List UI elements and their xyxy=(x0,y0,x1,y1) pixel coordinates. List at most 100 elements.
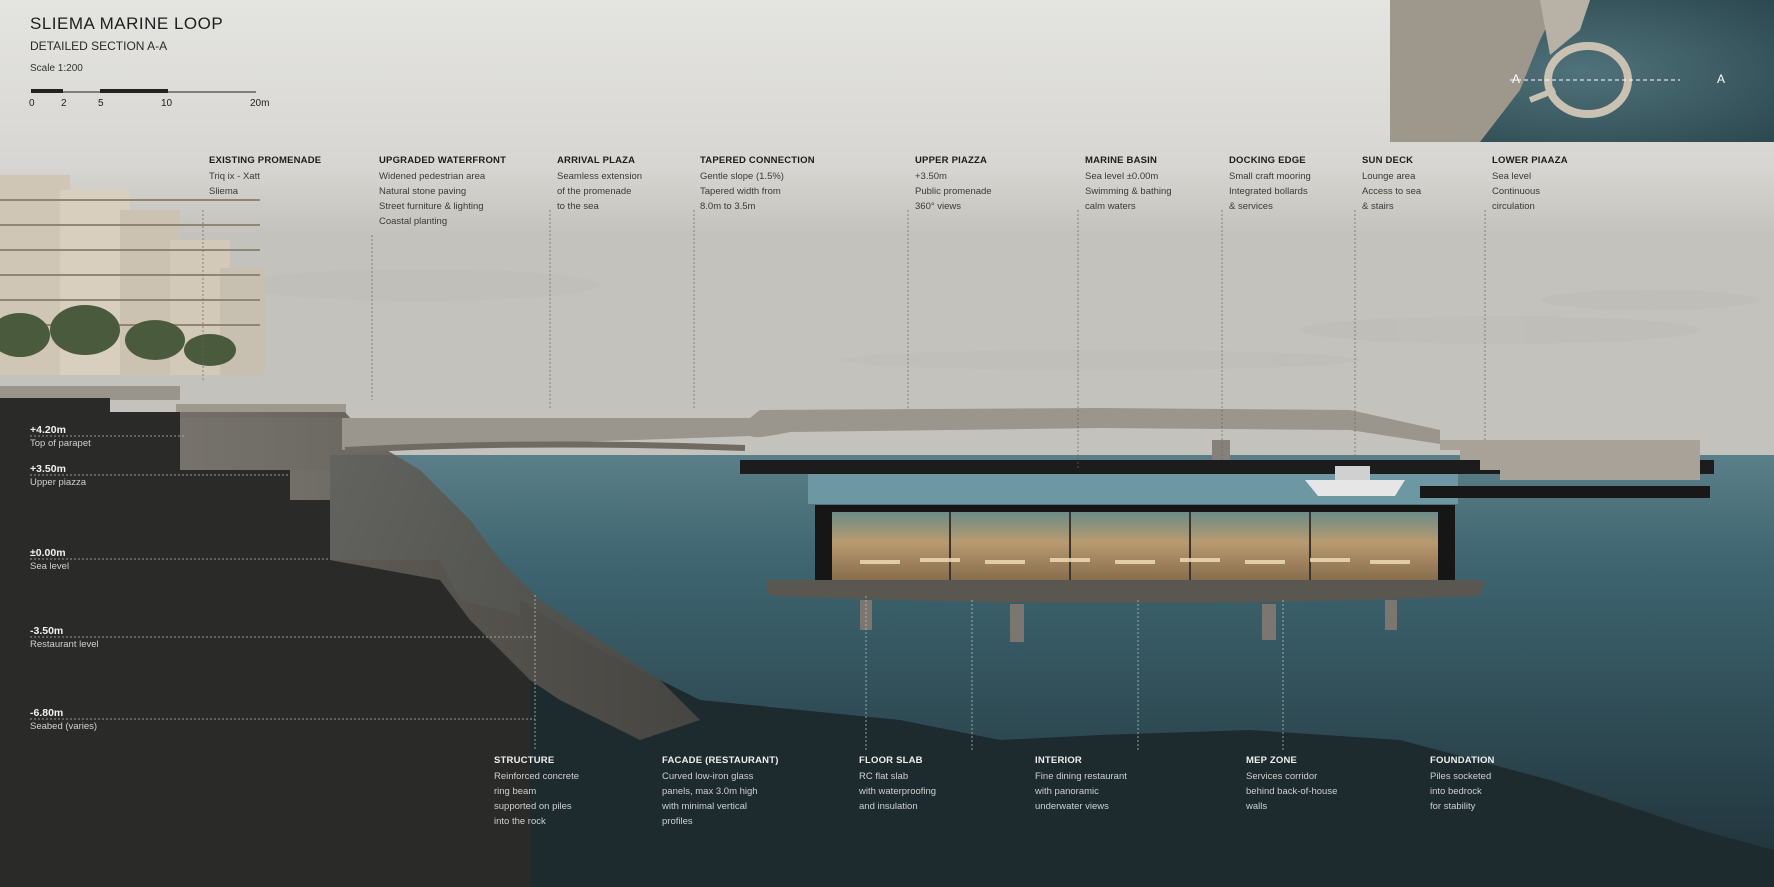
label-line: walls xyxy=(1246,801,1268,812)
label-foundation: FOUNDATION Piles socketed into bedrock f… xyxy=(1430,755,1600,814)
label-line: Street furniture & lighting xyxy=(379,201,484,212)
restaurant-mullions xyxy=(949,512,1311,588)
coastal-trees xyxy=(0,305,236,366)
label-heading: UPGRADED WATERFRONT xyxy=(379,155,507,166)
label-line: Seamless extension xyxy=(557,171,643,182)
label-heading: SUN DECK xyxy=(1362,155,1414,166)
level-lines xyxy=(30,435,535,720)
lower-leader-lines xyxy=(534,595,1284,750)
sun-deck-stairs xyxy=(1440,440,1700,480)
boat xyxy=(1305,480,1405,496)
label-heading: FACADE (RESTAURANT) xyxy=(662,755,779,766)
label-line: for stability xyxy=(1430,801,1476,812)
label-marine-basin: MARINE BASIN Sea level ±0.00m Swimming &… xyxy=(1085,155,1235,214)
boat-cabin xyxy=(1335,466,1370,480)
label-line: ring beam xyxy=(494,786,537,797)
promenade-deck xyxy=(0,386,180,400)
section-marker-left: A xyxy=(1512,72,1521,86)
scale-tick-20: 20m xyxy=(250,98,270,109)
label-line: behind back-of-house xyxy=(1246,786,1338,797)
level-sea-level: ±0.00m Sea level xyxy=(30,547,69,572)
ground-section xyxy=(0,398,530,887)
level-caption: Restaurant level xyxy=(30,639,99,650)
label-line: supported on piles xyxy=(494,801,572,812)
seabed xyxy=(520,600,1774,887)
clouds xyxy=(240,269,1760,370)
level-value: -6.80m xyxy=(30,707,64,719)
label-tapered-connection: TAPERED CONNECTION Gentle slope (1.5%) T… xyxy=(700,155,850,214)
label-line: Integrated bollards xyxy=(1229,186,1308,197)
bridge-arch xyxy=(344,441,746,453)
section-marker-right: A xyxy=(1717,72,1726,86)
label-heading: MARINE BASIN xyxy=(1085,155,1158,166)
level-caption: Sea level xyxy=(30,561,70,572)
level-value: +4.20m xyxy=(30,424,66,436)
key-plan-town xyxy=(1390,0,1560,142)
lower-piazza-slab xyxy=(1420,486,1710,498)
label-line: Sea level xyxy=(1492,171,1532,182)
key-plan-inset: A A xyxy=(1390,0,1774,142)
label-line: & stairs xyxy=(1362,201,1394,212)
label-line: Sliema xyxy=(209,186,239,197)
drawing-title: SLIEMA MARINE LOOP xyxy=(30,14,224,33)
level-caption: Upper piazza xyxy=(30,477,86,488)
label-line: +3.50m xyxy=(915,171,947,182)
foundation-piles xyxy=(860,600,1397,642)
drawing-subtitle: DETAILED SECTION A-A xyxy=(30,39,168,53)
label-heading: MEP ZONE xyxy=(1246,755,1298,766)
scale-bar xyxy=(31,89,256,93)
level-top-of-parapet: +4.20m Top of parapet xyxy=(30,424,91,449)
label-line: and insulation xyxy=(859,801,918,812)
label-heading: FOUNDATION xyxy=(1430,755,1495,766)
label-structure: STRUCTURE Reinforced concrete ring beam … xyxy=(494,755,664,829)
label-heading: EXISTING PROMENADE xyxy=(209,155,322,166)
label-line: 360° views xyxy=(915,201,962,212)
label-heading: ARRIVAL PLAZA xyxy=(557,155,636,166)
label-existing-promenade: EXISTING PROMENADE Triq ix - Xatt Sliema xyxy=(209,155,359,199)
label-line: Public promenade xyxy=(915,186,992,197)
label-docking-edge: DOCKING EDGE Small craft mooring Integra… xyxy=(1229,155,1379,214)
label-facade-restaurant: FACADE (RESTAURANT) Curved low-iron glas… xyxy=(662,755,832,829)
level-caption: Top of parapet xyxy=(30,438,91,449)
label-line: with waterproofing xyxy=(859,786,937,797)
scale-tick-2: 2 xyxy=(61,98,67,109)
label-line: with minimal vertical xyxy=(662,801,747,812)
level-seabed: -6.80m Seabed (varies) xyxy=(30,707,97,732)
label-line: Gentle slope (1.5%) xyxy=(700,171,784,182)
floor-slab xyxy=(765,580,1485,603)
label-line: Swimming & bathing xyxy=(1085,186,1172,197)
level-upper-piazza: +3.50m Upper piazza xyxy=(30,463,86,488)
label-line: Widened pedestrian area xyxy=(379,171,486,182)
restaurant-glass-facade xyxy=(832,512,1438,588)
label-line: Reinforced concrete xyxy=(494,771,580,782)
label-heading: DOCKING EDGE xyxy=(1229,155,1306,166)
level-caption: Seabed (varies) xyxy=(30,721,98,732)
label-mep-zone: MEP ZONE Services corridor behind back-o… xyxy=(1246,755,1416,814)
scale-text: Scale 1:200 xyxy=(30,63,83,74)
ring-upper-slab xyxy=(740,460,1714,474)
label-line: profiles xyxy=(662,816,693,827)
scale-tick-5: 5 xyxy=(98,98,104,109)
label-line: panels, max 3.0m high xyxy=(662,786,758,797)
label-line: Fine dining restaurant xyxy=(1035,771,1127,782)
level-value: +3.50m xyxy=(30,463,66,475)
label-line: 8.0m to 3.5m xyxy=(700,201,756,212)
label-interior: INTERIOR Fine dining restaurant with pan… xyxy=(1035,755,1205,814)
label-line: Access to sea xyxy=(1362,186,1422,197)
label-line: & services xyxy=(1229,201,1273,212)
label-line: to the sea xyxy=(557,201,599,212)
upper-leader-lines xyxy=(202,210,1486,470)
label-heading: LOWER PIAAZA xyxy=(1492,155,1568,166)
label-line: Curved low-iron glass xyxy=(662,771,754,782)
label-arrival-plaza: ARRIVAL PLAZA Seamless extension of the … xyxy=(557,155,707,214)
label-line: calm waters xyxy=(1085,201,1136,212)
label-upgraded-waterfront: UPGRADED WATERFRONT Widened pedestrian a… xyxy=(379,155,529,229)
label-line: circulation xyxy=(1492,201,1535,212)
label-line: underwater views xyxy=(1035,801,1109,812)
label-line: Lounge area xyxy=(1362,171,1416,182)
bridge-deck xyxy=(342,408,1440,450)
label-line: Services corridor xyxy=(1246,771,1318,782)
label-line: Piles socketed xyxy=(1430,771,1492,782)
label-upper-piazza: UPPER PIAZZA +3.50m Public promenade 360… xyxy=(915,155,1065,214)
label-heading: FLOOR SLAB xyxy=(859,755,923,766)
